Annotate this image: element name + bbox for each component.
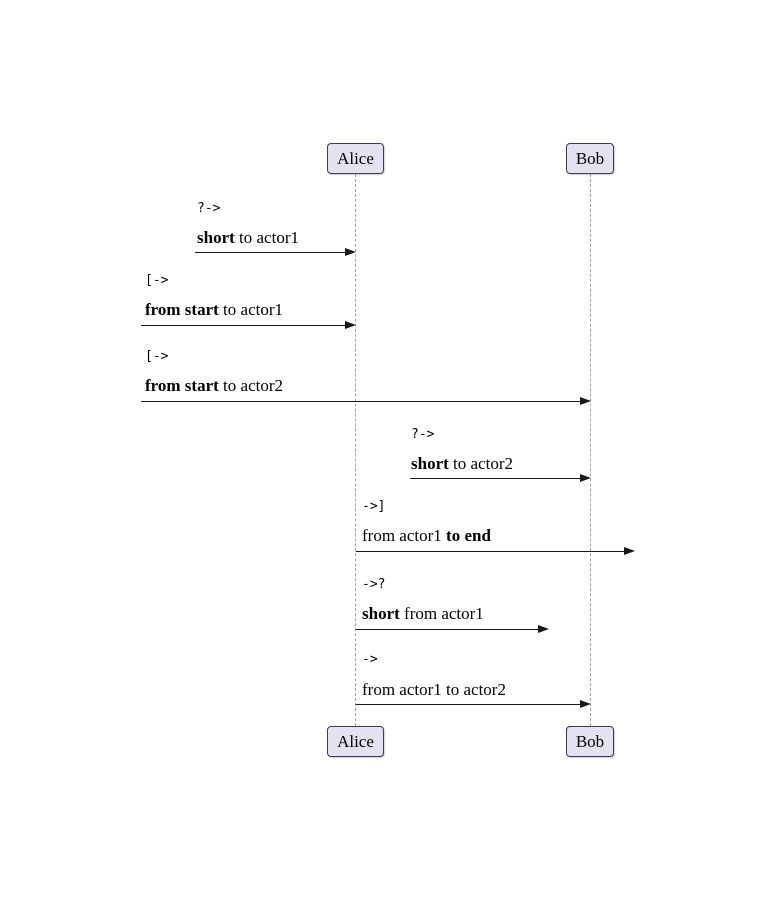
message-label-1: from start to actor1 [145, 300, 283, 320]
message-label-4: from actor1 to end [362, 526, 491, 546]
actor-box-bob-top: Bob [566, 143, 614, 174]
actor-box-alice-top: Alice [327, 143, 384, 174]
message-arrow-line-2 [141, 401, 582, 402]
message-code-0: ?-> [197, 201, 221, 216]
message-code-3: ?-> [411, 427, 435, 442]
message-label-segment: to actor1 [234, 228, 299, 247]
lifeline-bob [590, 174, 591, 726]
message-arrowhead-icon-0 [345, 248, 356, 256]
message-label-segment: from actor1 [399, 604, 484, 623]
message-arrow-line-3 [410, 478, 582, 479]
message-label-bold-segment: from start [145, 300, 219, 319]
message-arrowhead-icon-4 [624, 547, 635, 555]
message-arrow-line-4 [356, 551, 626, 552]
message-label-bold-segment: short [197, 228, 235, 247]
message-label-segment: from actor1 to actor2 [362, 680, 506, 699]
message-label-bold-segment: short [411, 454, 449, 473]
message-label-segment: to actor1 [218, 300, 283, 319]
message-arrowhead-icon-6 [580, 700, 591, 708]
message-arrow-line-1 [141, 325, 347, 326]
message-arrowhead-icon-5 [538, 625, 549, 633]
message-code-4: ->] [362, 499, 386, 514]
message-code-1: [-> [145, 273, 169, 288]
message-arrowhead-icon-2 [580, 397, 591, 405]
message-label-2: from start to actor2 [145, 376, 283, 396]
message-label-3: short to actor2 [411, 454, 513, 474]
message-label-bold-segment: to end [446, 526, 491, 545]
message-label-bold-segment: from start [145, 376, 219, 395]
message-label-5: short from actor1 [362, 604, 484, 624]
message-code-6: -> [362, 652, 378, 667]
lifeline-alice [355, 174, 356, 726]
message-arrow-line-0 [195, 252, 347, 253]
message-arrowhead-icon-1 [345, 321, 356, 329]
message-arrowhead-icon-3 [580, 474, 591, 482]
actor-box-bob-bottom: Bob [566, 726, 614, 757]
message-label-0: short to actor1 [197, 228, 299, 248]
actor-box-alice-bottom: Alice [327, 726, 384, 757]
message-label-segment: to actor2 [218, 376, 283, 395]
message-label-bold-segment: short [362, 604, 400, 623]
message-arrow-line-6 [356, 704, 582, 705]
message-code-2: [-> [145, 349, 169, 364]
message-label-6: from actor1 to actor2 [362, 680, 506, 700]
message-label-segment: to actor2 [448, 454, 513, 473]
message-label-segment: from actor1 [362, 526, 447, 545]
message-code-5: ->? [362, 577, 386, 592]
message-arrow-line-5 [356, 629, 540, 630]
